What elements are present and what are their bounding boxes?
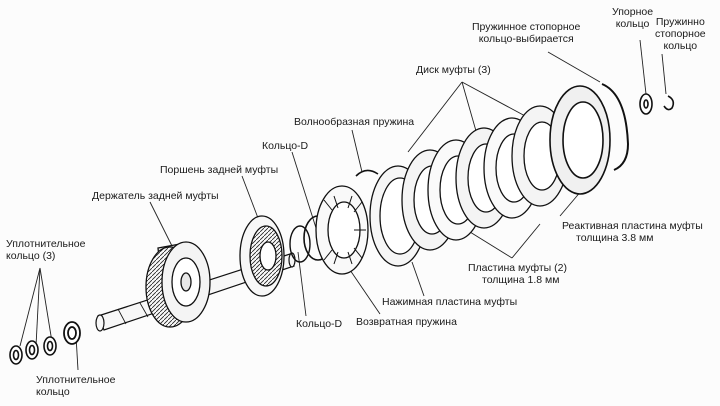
label-spring-snap: Пружинно стопорное кольцо xyxy=(655,16,706,52)
reaction-plate xyxy=(549,85,611,195)
label-seal-rings: Уплотнительное кольцо (3) xyxy=(6,238,86,262)
leader-thrust-ring xyxy=(639,39,647,95)
seal-rings-group xyxy=(9,336,57,365)
leader-rear-holder xyxy=(149,201,173,247)
d-ring-inner xyxy=(289,225,311,263)
leader-seal-b xyxy=(35,267,41,347)
label-rear-holder: Держатель задней муфты xyxy=(92,190,219,202)
leader-rear-piston xyxy=(241,175,259,219)
leader-disc-2 xyxy=(461,81,479,139)
label-d-ring-bottom: Кольцо-D xyxy=(296,318,343,330)
label-pressure-plate: Нажимная пластина муфты xyxy=(382,296,518,308)
leader-snap-select xyxy=(547,51,601,83)
single-seal-ring xyxy=(63,321,81,345)
leader-d-ring-top xyxy=(291,151,317,229)
label-rear-piston: Поршень задней муфты xyxy=(160,164,279,176)
label-clutch-plate: Пластина муфты (2) толщина 1.8 мм xyxy=(468,262,567,286)
leader-seal-c xyxy=(39,267,53,343)
label-d-ring-top: Кольцо-D xyxy=(262,140,309,152)
clutch-stack xyxy=(401,85,611,251)
label-seal-ring: Уплотнительное кольцо xyxy=(36,374,116,398)
leader-plate-1 xyxy=(469,231,513,259)
leader-seal-a xyxy=(19,267,41,347)
label-reaction-plate: Реактивная пластина муфты толщина 3.8 мм xyxy=(562,220,703,244)
leader-disc-1 xyxy=(407,81,463,153)
wave-spring xyxy=(355,169,379,177)
leader-plate-2 xyxy=(511,223,541,259)
leader-wave-spring xyxy=(351,129,363,173)
label-clutch-disc: Диск муфты (3) xyxy=(416,64,491,76)
return-spring xyxy=(315,185,369,275)
shaft-end xyxy=(95,314,105,332)
label-wave-spring: Волнообразная пружина xyxy=(294,116,415,128)
snap-ring-select xyxy=(601,83,630,171)
label-spring-snap-select: Пружинное стопорное кольцо-выбирается xyxy=(472,21,581,45)
label-thrust-ring: Упорное кольцо xyxy=(612,6,654,30)
leader-pressure-plate xyxy=(411,261,425,297)
rear-clutch-holder xyxy=(145,241,211,328)
leader-spring-snap xyxy=(661,53,667,95)
label-return-spring: Возвратная пружина xyxy=(356,316,457,328)
rear-clutch-piston xyxy=(239,215,285,297)
leader-return-spring xyxy=(349,269,381,315)
thrust-ring xyxy=(639,93,653,115)
spring-snap-ring xyxy=(663,95,675,111)
